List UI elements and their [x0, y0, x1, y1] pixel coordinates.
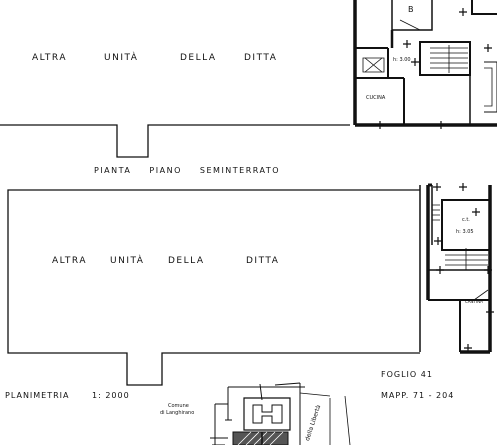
bottom-room-height-label: h: 3.05 [456, 229, 474, 235]
bottom-unit-outline [7, 189, 420, 386]
planimetria-label: PLANIMETRIA [5, 391, 70, 400]
scale-label: 1: 2000 [92, 391, 130, 400]
top-unit-label-ditta: DITTA [244, 53, 278, 63]
foglio-label: FOGLIO 41 [381, 370, 433, 379]
top-unit-label-unita: UNITÀ [104, 53, 139, 63]
bottom-unit-label-unita: UNITÀ [110, 256, 145, 266]
floor-title: PIANTA PIANO SEMINTERRATO [94, 166, 281, 175]
cantina-label: CANTINA [465, 299, 483, 304]
mapp-label: MAPP. 71 - 204 [381, 391, 455, 400]
bottom-unit-label-altra: ALTRA [52, 256, 87, 266]
bottom-unit-label-della: DELLA [168, 256, 205, 266]
bottom-unit-label-ditta: DITTA [246, 256, 280, 266]
top-unit-outline [0, 124, 350, 158]
comune-di-label: di Langhirano [160, 410, 195, 416]
cucina-label: CUCINA [366, 95, 386, 101]
ct-label: c.t. [462, 217, 470, 223]
top-room-height-label: h: 3.00 [393, 57, 411, 63]
top-unit-label-altra: ALTRA [32, 53, 67, 63]
top-unit-label-della: DELLA [180, 53, 217, 63]
comune-label: Comune [168, 403, 189, 409]
room-b-label: B [408, 5, 414, 14]
